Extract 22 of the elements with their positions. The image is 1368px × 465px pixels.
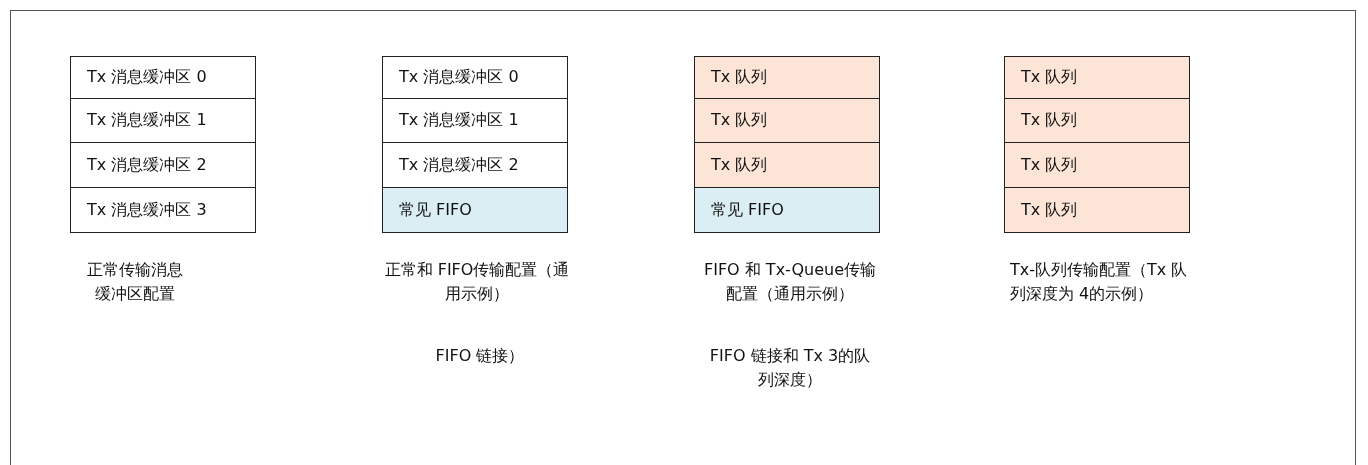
buffer-cell: Tx 消息缓冲区 0 bbox=[382, 56, 568, 99]
buffer-cell: Tx 队列 bbox=[694, 99, 880, 143]
buffer-cell: Tx 消息缓冲区 2 bbox=[70, 143, 256, 188]
buffer-cell: Tx 队列 bbox=[694, 56, 880, 99]
buffer-cell: Tx 消息缓冲区 1 bbox=[70, 99, 256, 143]
buffer-cell: Tx 队列 bbox=[1004, 99, 1190, 143]
caption-text: FIFO 和 Tx-Queue传输配置（通用示例） bbox=[702, 259, 878, 305]
buffer-cell: Tx 队列 bbox=[1004, 143, 1190, 188]
buffer-cell: Tx 队列 bbox=[1004, 188, 1190, 233]
caption-text: 正常传输消息缓冲区配置 bbox=[86, 259, 184, 305]
buffer-cell: Tx 消息缓冲区 1 bbox=[382, 99, 568, 143]
buffer-cell: Tx 消息缓冲区 3 bbox=[70, 188, 256, 233]
caption-text: Tx-队列传输配置（Tx 队列深度为 4的示例） bbox=[1010, 259, 1189, 305]
buffer-cell: Tx 消息缓冲区 2 bbox=[382, 143, 568, 188]
buffer-cell: 常见 FIFO bbox=[694, 188, 880, 233]
caption-text: 正常和 FIFO传输配置（通用示例） bbox=[383, 259, 571, 305]
buffer-cell: 常见 FIFO bbox=[382, 188, 568, 233]
buffer-cell: Tx 消息缓冲区 0 bbox=[70, 56, 256, 99]
buffer-cell: Tx 队列 bbox=[694, 143, 880, 188]
caption-text: FIFO 链接和 Tx 3的队列深度） bbox=[708, 345, 872, 391]
caption-text: FIFO 链接） bbox=[434, 345, 526, 367]
buffer-cell: Tx 队列 bbox=[1004, 56, 1190, 99]
